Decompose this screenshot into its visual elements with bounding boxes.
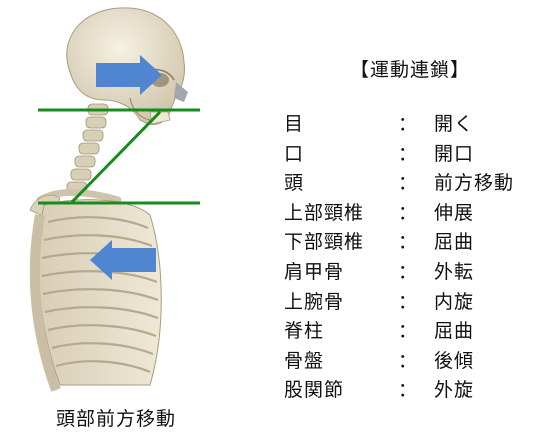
motion: 内旋 xyxy=(434,290,475,313)
motion: 屈曲 xyxy=(434,320,475,343)
head-forward-arrow xyxy=(96,55,162,95)
kinetic-chain-list: 目 ： 開く 口 ： 開口 頭 ： 前方移動 上部頸椎 ： 伸展 下部頸椎 ： … xyxy=(284,110,534,406)
motion: 前方移動 xyxy=(434,172,515,195)
body-part: 下部頸椎 xyxy=(284,231,365,254)
chain-row: 下部頸椎 ： 屈曲 xyxy=(284,228,534,258)
rib-cage xyxy=(29,199,162,392)
body-part: 骨盤 xyxy=(284,349,325,372)
chain-row: 上部頸椎 ： 伸展 xyxy=(284,199,534,229)
separator: ： xyxy=(398,231,418,254)
separator: ： xyxy=(398,349,418,372)
body-part: 目 xyxy=(284,113,305,135)
chain-row: 口 ： 開口 xyxy=(284,140,534,170)
motion: 開く xyxy=(434,113,475,135)
chain-row: 骨盤 ： 後傾 xyxy=(284,347,534,377)
body-part: 口 xyxy=(284,142,305,165)
skeleton-illustration xyxy=(29,7,200,392)
chain-row: 肩甲骨 ： 外転 xyxy=(284,258,534,288)
motion: 後傾 xyxy=(434,349,475,372)
chain-title: 【運動連鎖】 xyxy=(350,59,471,81)
separator: ： xyxy=(398,172,418,195)
separator: ： xyxy=(398,290,418,313)
body-part: 肩甲骨 xyxy=(284,260,345,283)
chain-row: 上腕骨 ： 内旋 xyxy=(284,288,534,318)
separator: ： xyxy=(398,201,418,224)
separator: ： xyxy=(398,113,418,135)
body-part: 脊柱 xyxy=(284,320,325,343)
alignment-lines xyxy=(38,108,200,205)
separator: ： xyxy=(398,142,418,165)
motion: 開口 xyxy=(434,142,475,165)
motion: 屈曲 xyxy=(434,231,475,254)
chain-row: 頭 ： 前方移動 xyxy=(284,169,534,199)
motion: 外転 xyxy=(434,260,475,283)
body-part: 上腕骨 xyxy=(284,290,345,313)
chain-row: 脊柱 ： 屈曲 xyxy=(284,317,534,347)
separator: ： xyxy=(398,320,418,343)
figure-caption: 頭部前方移動 xyxy=(55,408,176,430)
body-part: 上部頸椎 xyxy=(284,201,365,224)
motion: 伸展 xyxy=(434,201,475,224)
motion: 外旋 xyxy=(434,379,475,402)
cervical-spine xyxy=(66,103,109,194)
separator: ： xyxy=(398,260,418,283)
shoulder-forward-arrow xyxy=(90,240,156,280)
separator: ： xyxy=(398,379,418,402)
chain-row: 股関節 ： 外旋 xyxy=(284,376,534,406)
body-part: 股関節 xyxy=(284,379,345,402)
body-part: 頭 xyxy=(284,172,305,195)
chain-row: 目 ： 開く xyxy=(284,110,534,140)
